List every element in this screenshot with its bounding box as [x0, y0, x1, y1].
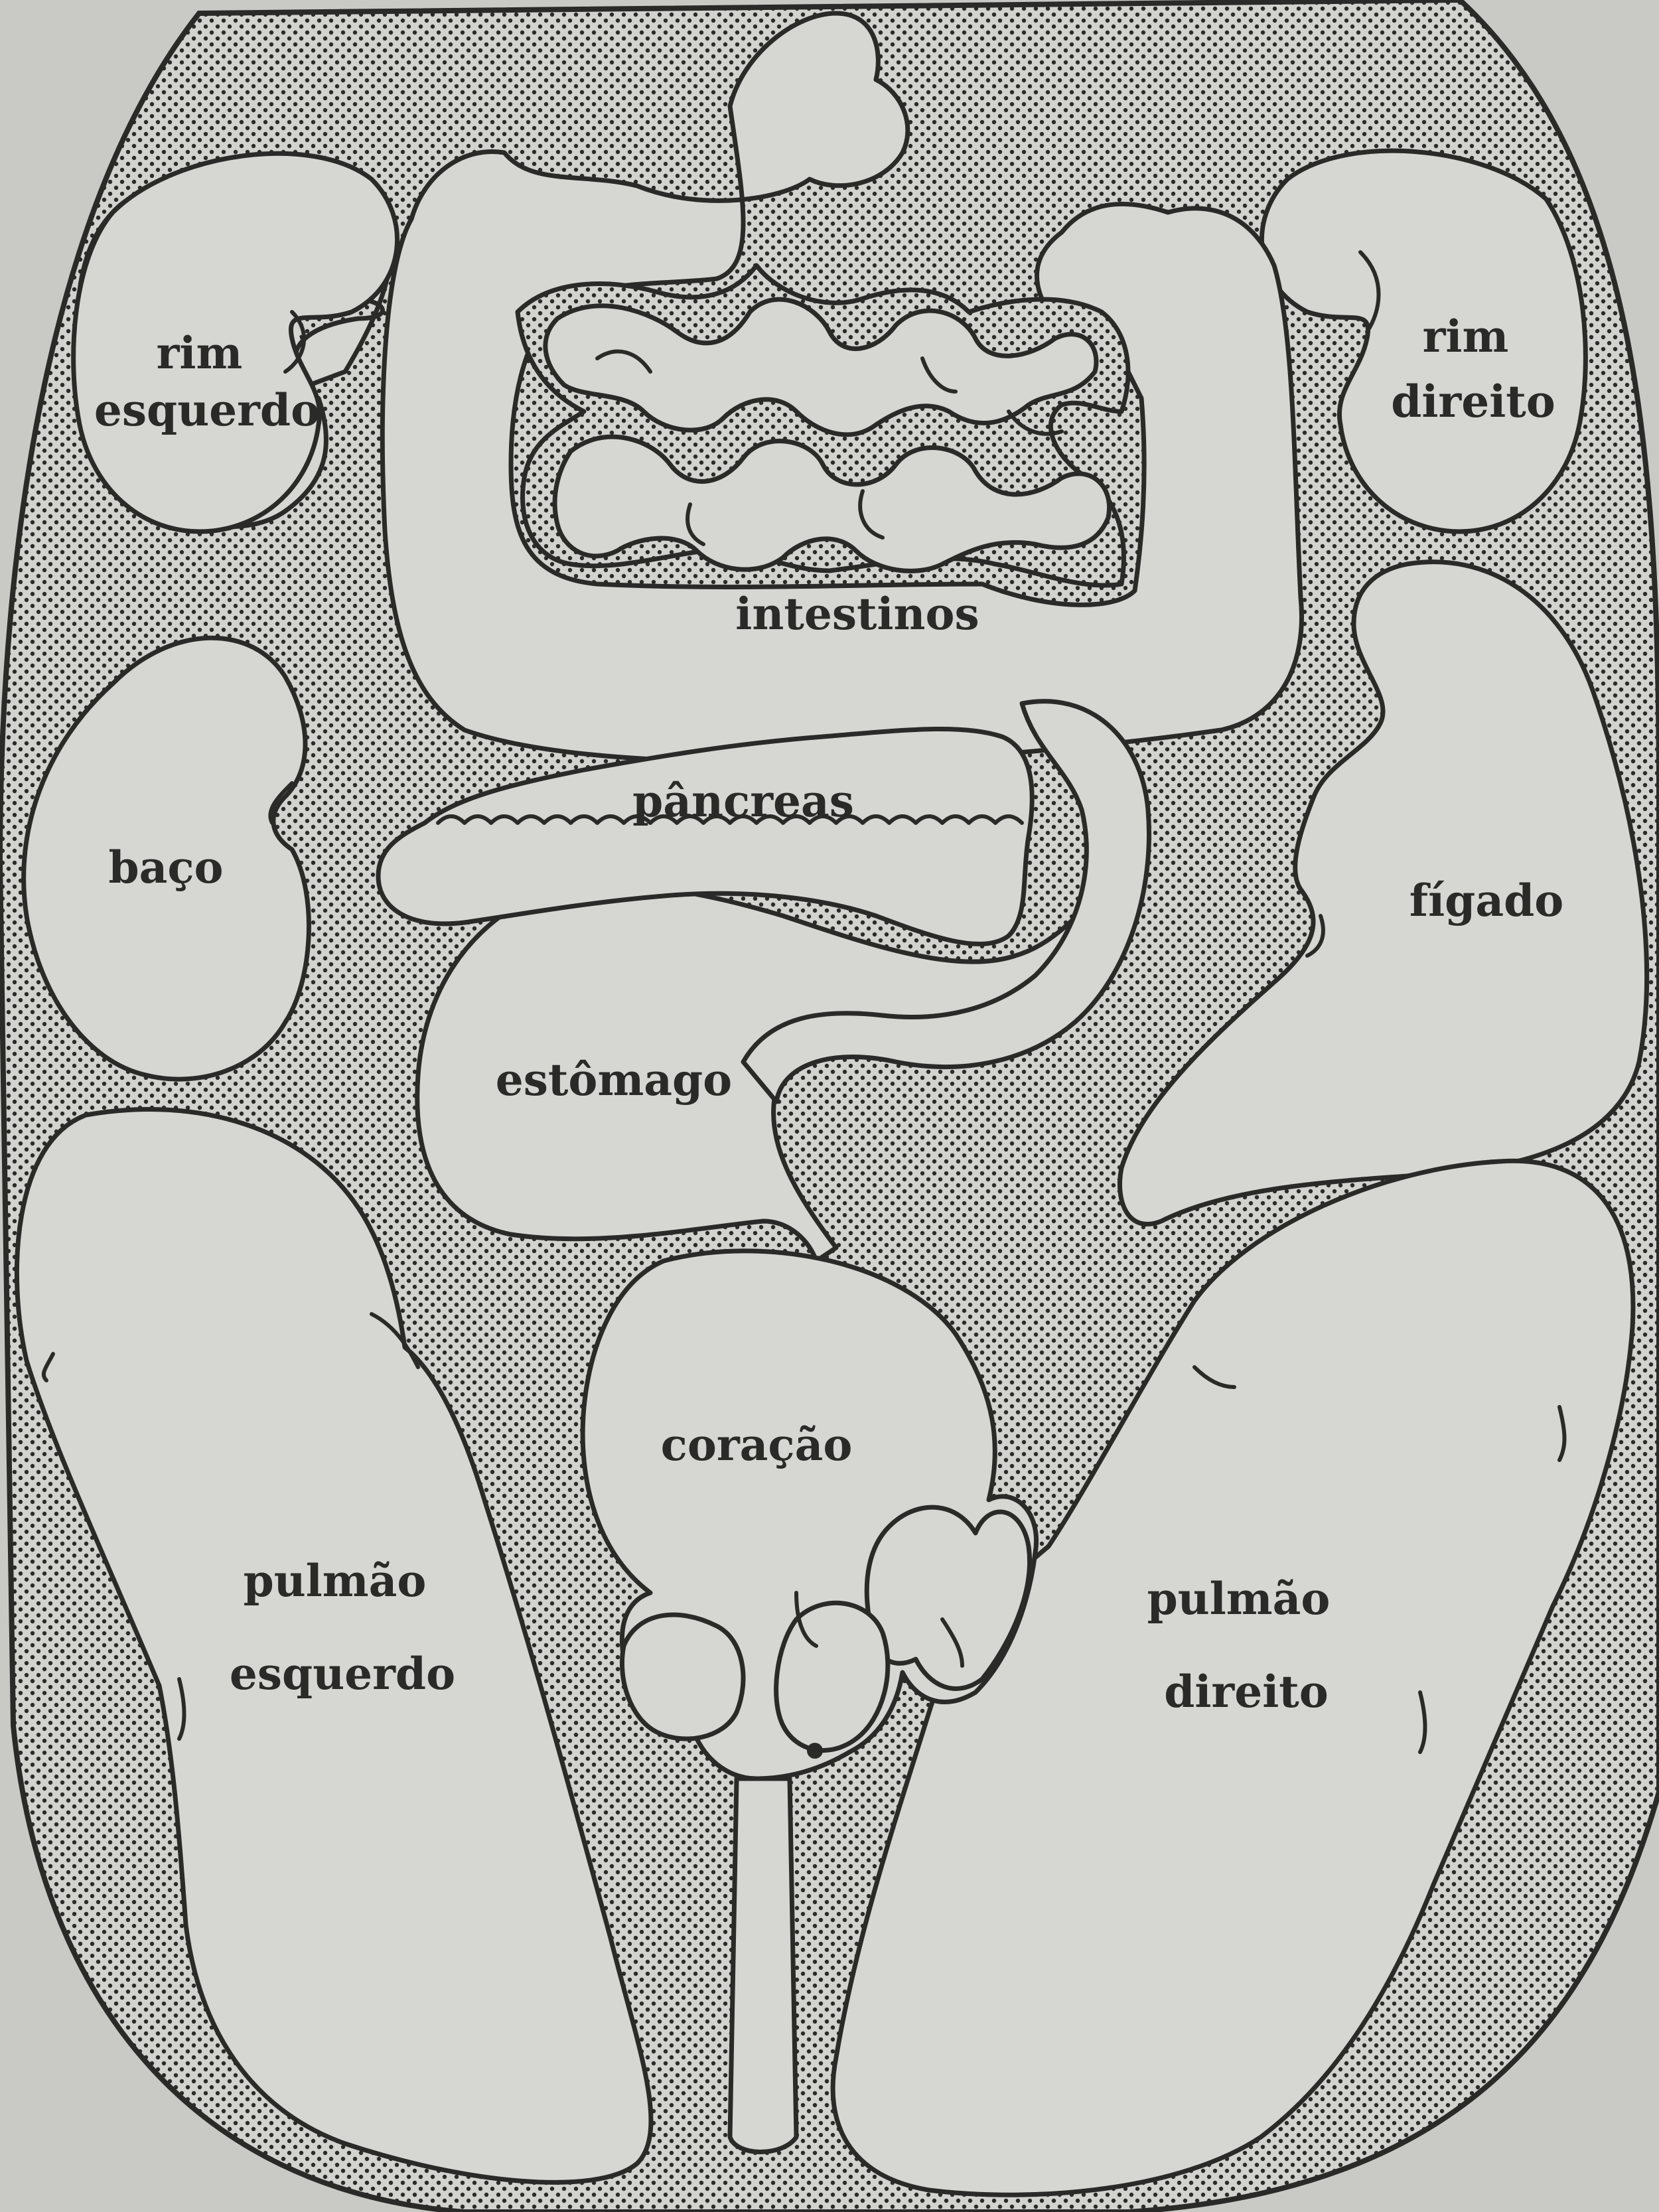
label-pancreas-line-1: pâncreas	[632, 775, 854, 827]
intestine-fold-4	[685, 502, 705, 546]
right-kidney-hilum	[1358, 250, 1381, 334]
left-kidney	[71, 151, 400, 534]
trachea	[727, 1776, 799, 2154]
intestines	[380, 11, 1304, 766]
duodenum	[741, 699, 1152, 1104]
label-liver: fígado	[1409, 875, 1564, 926]
label-right-lung-line-2: direito	[1164, 1666, 1329, 1718]
intestine-fold-3	[1007, 409, 1064, 436]
label-left-kidney-line-1: rim	[157, 327, 243, 379]
intestine-fold-1	[595, 349, 652, 374]
label-left-lung-line-2: esquerdo	[230, 1648, 455, 1700]
left-lung-fissure-3	[177, 1677, 186, 1741]
liver-notch	[1305, 914, 1325, 958]
label-right-kidney: rim direito	[1391, 311, 1555, 427]
label-left-kidney-line-2: esquerdo	[94, 384, 320, 436]
liver	[1118, 559, 1650, 1226]
label-right-kidney-line-1: rim	[1423, 311, 1509, 362]
label-left-lung: pulmão esquerdo	[230, 1555, 455, 1700]
label-stomach-line-1: estômago	[496, 1054, 732, 1106]
right-lung	[830, 1158, 1636, 2197]
heart-groove-1	[794, 1591, 818, 1648]
intestine-fold-5	[858, 489, 885, 540]
heart-left-atrium	[619, 1612, 746, 1741]
label-liver-line-1: fígado	[1409, 875, 1564, 926]
pancreas	[376, 726, 1035, 946]
heart-groove-2	[940, 1617, 964, 1668]
label-pancreas: pâncreas	[632, 775, 854, 827]
label-intestines: intestinos	[735, 588, 979, 640]
label-stomach: estômago	[496, 1054, 732, 1106]
pancreas-edge-scallops	[436, 814, 1024, 825]
label-spleen: baço	[108, 842, 223, 893]
intestine-loop-1	[543, 297, 1099, 437]
left-lung-fissure-1	[370, 1312, 420, 1369]
label-right-lung: pulmão direito	[1147, 1573, 1346, 1718]
spleen	[21, 635, 311, 1082]
spleen-notch	[268, 781, 294, 825]
label-right-kidney-line-2: direito	[1391, 376, 1555, 427]
right-lung-fissure-3	[1418, 1690, 1427, 1754]
label-intestines-line-1: intestinos	[735, 588, 979, 640]
label-right-lung-line-1: pulmão	[1147, 1573, 1331, 1625]
label-heart-line-1: coração	[661, 1419, 853, 1471]
intestine-fold-2	[920, 356, 958, 394]
label-heart: coração	[661, 1419, 853, 1471]
heart-vessel-dot	[807, 1743, 823, 1759]
left-lung-fissure-2	[41, 1352, 55, 1382]
label-left-lung-line-1: pulmão	[244, 1555, 427, 1607]
right-lung-fissure-2	[1557, 1405, 1567, 1462]
left-kidney-hilum	[283, 310, 306, 374]
left-lung	[14, 1107, 654, 2185]
heart-aorta	[774, 1600, 891, 1753]
right-kidney	[1259, 148, 1588, 534]
right-lung-fissure-1	[1192, 1365, 1236, 1389]
label-left-kidney: rim esquerdo	[94, 327, 320, 436]
label-spleen-line-1: baço	[108, 842, 223, 893]
